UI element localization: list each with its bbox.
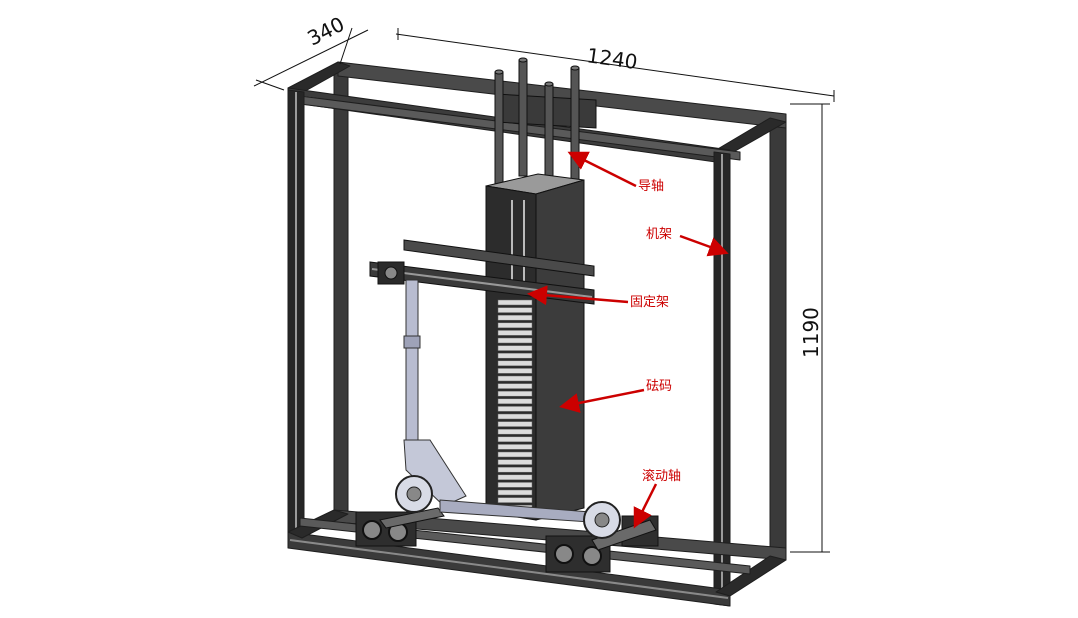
dimension-height-label: 1190 bbox=[799, 307, 823, 358]
weight-plate bbox=[497, 482, 533, 488]
frame-bottom-right-depth-rail bbox=[715, 555, 787, 597]
bracket-upper-arm bbox=[403, 239, 595, 277]
label-fixing-bracket: 固定架 bbox=[630, 295, 669, 310]
scooter bbox=[395, 279, 621, 539]
weight-plate bbox=[497, 352, 533, 359]
weight-plate bbox=[497, 383, 533, 389]
weight-plate bbox=[497, 314, 533, 321]
weight-plate bbox=[497, 413, 533, 420]
weight-box-side bbox=[535, 179, 585, 521]
frame-back-left-post bbox=[333, 67, 349, 527]
weight-plate bbox=[497, 360, 533, 367]
label-rolling-shaft: 滚动轴 bbox=[642, 468, 681, 484]
weight-plate bbox=[497, 368, 533, 374]
arrow-frame bbox=[679, 234, 729, 257]
label-frame: 机架 bbox=[646, 227, 672, 242]
weight-plate bbox=[497, 390, 533, 397]
weight-plate bbox=[497, 489, 533, 496]
arrow-rolling-shaft bbox=[633, 483, 658, 529]
weight-plate bbox=[497, 406, 533, 412]
weight-plate bbox=[497, 421, 533, 427]
arrow-fixing-bracket bbox=[527, 285, 629, 306]
weight-plate bbox=[497, 330, 533, 336]
arrow-weights bbox=[559, 388, 645, 413]
scooter-stem bbox=[405, 279, 419, 441]
dimension-width-label: 1240 bbox=[585, 43, 639, 74]
weight-plate bbox=[497, 322, 533, 329]
weight-stack bbox=[485, 173, 585, 521]
weight-plate bbox=[497, 474, 533, 481]
weight-plate bbox=[497, 299, 533, 306]
weight-plate bbox=[497, 398, 533, 405]
weight-plate bbox=[497, 428, 533, 435]
weight-plate bbox=[497, 466, 533, 473]
weight-plate bbox=[497, 444, 533, 450]
weight-plate bbox=[497, 307, 533, 313]
dimension-lines bbox=[253, 27, 835, 553]
label-weights: 砝码 bbox=[646, 379, 672, 394]
roller-assembly bbox=[355, 507, 659, 573]
label-guide-shaft: 导轴 bbox=[638, 179, 664, 194]
weight-plate bbox=[497, 451, 533, 458]
weight-plate bbox=[497, 375, 533, 382]
weight-plate bbox=[497, 337, 533, 344]
weight-plate bbox=[497, 345, 533, 351]
arrow-guide-shaft bbox=[567, 151, 637, 188]
weight-plate bbox=[497, 459, 533, 465]
weight-plate bbox=[497, 497, 533, 503]
weight-plate bbox=[497, 436, 533, 443]
frame-back-right-post bbox=[769, 115, 787, 561]
frame-structure bbox=[287, 61, 787, 607]
dimension-depth-label: 340 bbox=[303, 12, 348, 51]
guide-shaft-assembly bbox=[494, 57, 597, 185]
callout-arrows bbox=[527, 151, 729, 529]
